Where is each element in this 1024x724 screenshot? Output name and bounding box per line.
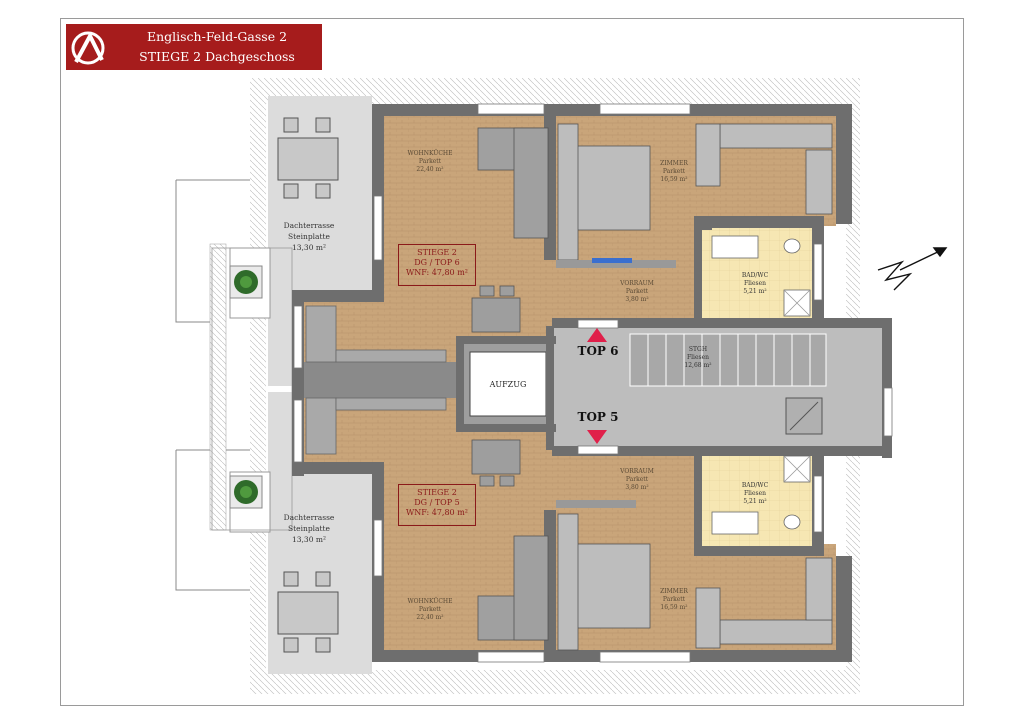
beds (557, 123, 833, 651)
kitchen-counters (305, 305, 447, 455)
unit-box-top6: STIEGE 2 DG / TOP 6 WNF: 47,80 m² (398, 244, 476, 286)
windows (293, 103, 893, 663)
room-label-zimmer-bottom: ZIMMER Parkett 16,59 m² (660, 588, 688, 611)
plant-icons (229, 265, 263, 509)
unit-box-top5: STIEGE 2 DG / TOP 5 WNF: 47,80 m² (398, 484, 476, 526)
staircase (629, 333, 827, 435)
project-title: Englisch-Feld-Gasse 2 STIEGE 2 Dachgesch… (116, 27, 318, 67)
room-label-stairs: STGH Fliesen 12,68 m² (684, 346, 712, 369)
project-address: Englisch-Feld-Gasse 2 (146, 29, 288, 44)
room-label-vorraum-bottom: VORRAUM Parkett 3,80 m² (620, 468, 654, 491)
room-label-vorraum-top: VORRAUM Parkett 3,80 m² (620, 280, 654, 303)
entry-markers (587, 328, 607, 444)
room-label-terrace-bottom: Dachterrasse Steinplatte 13,30 m² (283, 513, 335, 544)
sofas (477, 127, 549, 641)
room-label-bath-bottom: BAD/WC Fliesen 5,21 m² (741, 482, 769, 505)
entry-label-top6: TOP 6 (577, 344, 619, 358)
room-label-zimmer-top: ZIMMER Parkett 16,59 m² (660, 160, 688, 183)
project-floor: STIEGE 2 Dachgeschoss (139, 49, 295, 64)
brand-logo-icon (66, 24, 112, 70)
entry-label-top5: TOP 5 (577, 410, 619, 424)
dining-tables (471, 285, 521, 487)
room-label-terrace-top: Dachterrasse Steinplatte 13,30 m² (283, 221, 335, 252)
bath-fixtures (711, 235, 811, 535)
room-label-bath-top: BAD/WC Fliesen 5,21 m² (741, 272, 769, 295)
north-arrow-icon (877, 247, 948, 291)
room-label-kitchen-bottom: WOHNKÜCHE Parkett 22,40 m² (407, 598, 453, 621)
terrace-furniture (277, 117, 339, 653)
elevator-label: AUFZUG (489, 380, 527, 389)
room-label-kitchen-top: WOHNKÜCHE Parkett 22,40 m² (407, 150, 453, 173)
drawing-frame (60, 18, 964, 706)
